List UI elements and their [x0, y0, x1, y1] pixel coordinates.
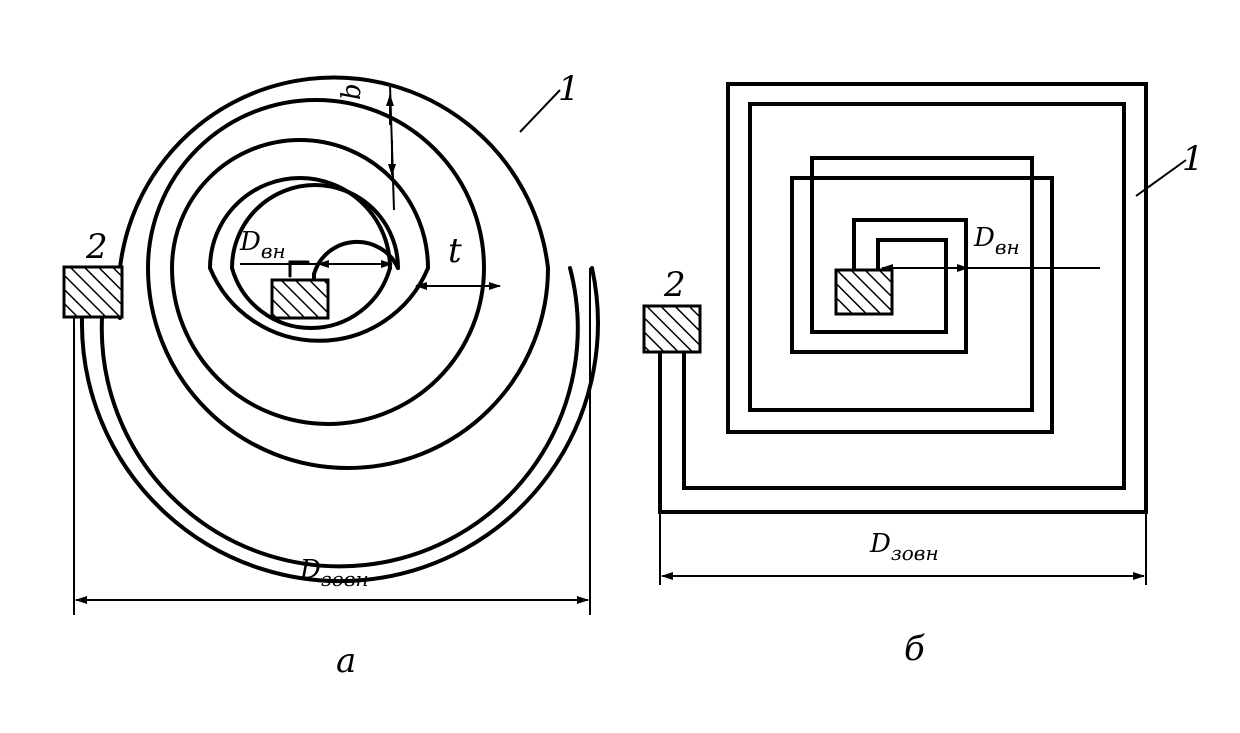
panel-a [79, 75, 600, 584]
dimensions-b [659, 159, 1187, 585]
square-spiral-turn-inner [682, 102, 1126, 490]
coil-label-b: 1 [1182, 139, 1204, 179]
spiral-turn-5 [146, 98, 486, 270]
caption-b: б [904, 629, 925, 669]
spiral-turn-inner [312, 239, 400, 282]
outer-dia-label-a: Dзовн [299, 555, 369, 591]
spiral-turn-6 [170, 266, 486, 426]
spiral-turn-outer [79, 266, 600, 584]
contact-pad-inner-b [834, 268, 894, 316]
outer-dia-label-b: Dзовн [869, 529, 939, 565]
inner-lead [288, 260, 310, 278]
caption-a: a [336, 641, 356, 681]
inner-dia-subscript-a: вн [261, 239, 286, 263]
pitch-label-a: t [448, 231, 462, 271]
spiral-turn-10 [230, 266, 392, 330]
outer-dia-subscript-a: зовн [321, 567, 369, 591]
outer-dia-symbol-b: D [869, 529, 891, 559]
spiral-turn-9 [208, 176, 392, 270]
spiral-turn-3 [116, 75, 550, 320]
inner-dia-symbol-b: D [973, 223, 995, 253]
pad-label-a: 2 [85, 227, 108, 267]
inner-dia-subscript-b: вн [995, 235, 1020, 259]
contact-pad-outer-a [62, 265, 124, 319]
coil-leader-a [519, 89, 561, 133]
outer-dia-subscript-b: зовн [891, 541, 939, 565]
inner-dia-label-b: Dвн [973, 223, 1020, 259]
spiral-turn-8 [208, 266, 430, 343]
pad-label-b: 2 [663, 265, 686, 305]
inner-dia-label-a: Dвн [239, 227, 286, 263]
width-label-a: b [337, 83, 367, 100]
spiral-turn-4 [146, 266, 550, 470]
spiral-turn-11 [230, 183, 400, 270]
spiral-turn-7 [170, 138, 430, 270]
inner-dia-symbol-a: D [239, 227, 261, 257]
coil-leader-b [1135, 159, 1187, 197]
coil-label-a: 1 [558, 69, 580, 109]
dimensions-a [73, 84, 591, 615]
contact-pad-inner-a [270, 278, 330, 320]
outer-dia-symbol-a: D [299, 555, 321, 585]
contact-pad-outer-b [642, 304, 702, 354]
panel-b [658, 82, 1148, 514]
spiral-turn-2 [99, 266, 580, 569]
square-spiral-turn-outer [658, 82, 1148, 514]
